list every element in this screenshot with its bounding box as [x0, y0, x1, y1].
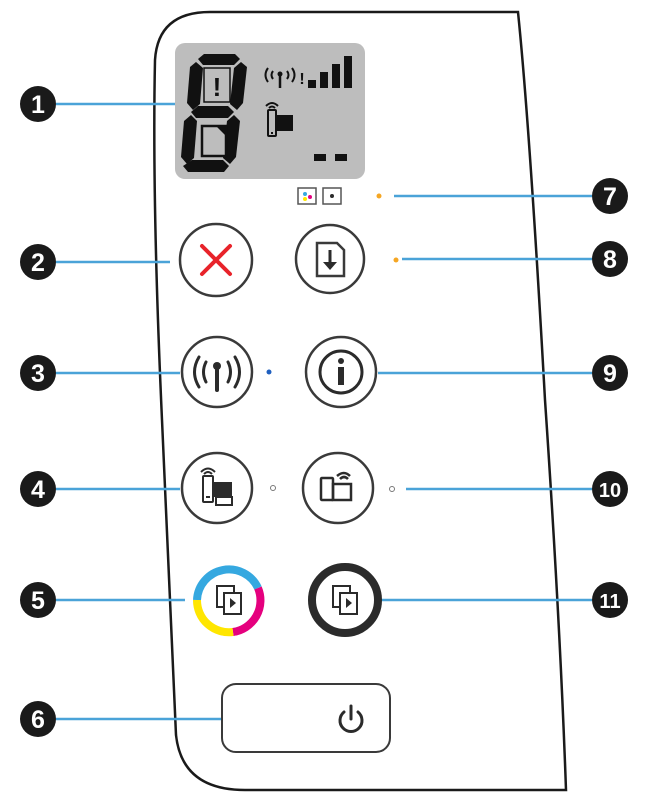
information-button[interactable] — [304, 335, 378, 409]
callout-9: 9 — [592, 355, 628, 391]
wireless-button[interactable] — [180, 335, 254, 409]
callout-4: 4 — [20, 471, 56, 507]
wireless-status-icon — [264, 67, 296, 88]
hp-eprint-button[interactable] — [301, 451, 375, 525]
color-copy-button[interactable] — [192, 565, 265, 637]
ink-alert-light — [376, 193, 382, 199]
display-dash-2 — [335, 154, 347, 161]
callout-label: 1 — [31, 91, 45, 119]
callout-label: 6 — [31, 706, 45, 734]
wireless-icon — [193, 355, 241, 392]
callout-label: 7 — [603, 183, 617, 211]
power-button[interactable] — [221, 683, 391, 753]
wifi-direct-icon — [200, 467, 233, 506]
callout-10: 10 — [592, 471, 628, 507]
seven-segment-digit — [181, 54, 247, 172]
callout-label: 4 — [31, 476, 45, 504]
callout-label: 3 — [31, 360, 45, 388]
wifi-direct-light — [270, 485, 276, 491]
wireless-light — [266, 369, 272, 375]
callout-label: 11 — [599, 591, 620, 613]
lcd-display: ! ! — [175, 43, 365, 179]
callout-1: 1 — [20, 86, 56, 122]
callout-badges: 1 2 3 4 5 6 7 8 9 10 11 — [20, 86, 628, 737]
black-copy-icon — [332, 585, 358, 615]
callout-7: 7 — [592, 178, 628, 214]
callout-label: 2 — [31, 249, 45, 277]
callout-label: 5 — [31, 587, 45, 615]
error-indicator-box — [203, 67, 231, 103]
callout-label: 10 — [599, 480, 621, 502]
leader-lines — [56, 102, 592, 721]
resume-icon — [315, 241, 346, 278]
display-dash-1 — [314, 154, 326, 161]
document-icon — [200, 124, 228, 158]
hp-eprint-icon — [319, 471, 353, 502]
ink-alert-icon — [297, 187, 317, 205]
wifi-direct-button[interactable] — [180, 451, 254, 525]
color-copy-icon — [216, 585, 242, 615]
callout-2: 2 — [20, 244, 56, 280]
error-mark: ! — [213, 72, 222, 102]
signal-strength-bars — [308, 56, 352, 88]
resume-light — [393, 257, 399, 263]
callout-6: 6 — [20, 701, 56, 737]
information-icon — [318, 349, 364, 395]
power-icon — [338, 704, 364, 733]
callout-label: 9 — [603, 360, 617, 388]
callout-11: 11 — [592, 582, 628, 618]
cancel-button[interactable] — [178, 222, 254, 298]
ink-alert-indicator — [297, 187, 382, 205]
callout-3: 3 — [20, 355, 56, 391]
hp-eprint-light — [389, 486, 395, 492]
color-copy-ring — [192, 565, 265, 637]
resume-button[interactable] — [294, 223, 366, 295]
wifi-direct-status-icon — [265, 102, 293, 137]
cancel-x-icon — [200, 244, 232, 276]
callout-5: 5 — [20, 582, 56, 618]
black-copy-button[interactable] — [308, 563, 382, 637]
wireless-alert-mark: ! — [299, 71, 304, 88]
callout-label: 8 — [603, 246, 617, 274]
callout-8: 8 — [592, 241, 628, 277]
